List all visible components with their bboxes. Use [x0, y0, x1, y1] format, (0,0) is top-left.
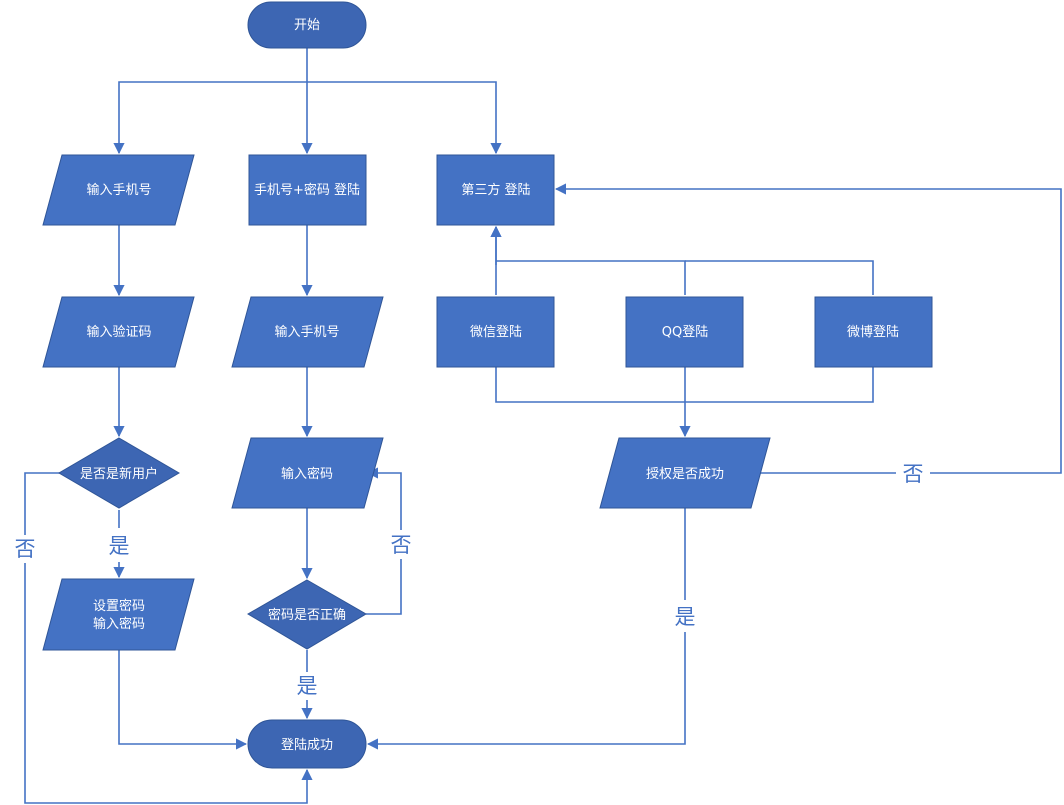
- edge-new-user-no-top: [24, 472, 60, 535]
- node-set-password-line2: 输入密码: [93, 616, 145, 632]
- node-input-code-label: 输入验证码: [86, 324, 151, 340]
- edge-labels: 是 否 是 否 是 否: [15, 462, 924, 698]
- edge-to-input-phone-sms: [113, 81, 307, 155]
- node-is-new-user: 是否是新用户: [58, 437, 180, 509]
- node-weibo-login-label: 微博登陆: [847, 324, 899, 340]
- node-qq-login: QQ登陆: [625, 296, 744, 368]
- edge-qq-to-third-party: [496, 260, 686, 295]
- node-input-phone-pwd-label: 输入手机号: [274, 324, 339, 340]
- node-wechat-login-label: 微信登陆: [470, 324, 522, 340]
- node-phone-password-login-label: 手机号+密码 登陆: [254, 182, 360, 198]
- node-login-success: 登陆成功: [247, 719, 367, 769]
- node-auth-success: 授权是否成功: [599, 437, 771, 509]
- node-wechat-login: 微信登陆: [436, 296, 555, 368]
- edge-auth-yes-bottom: [366, 632, 686, 750]
- edge-label-auth-yes: 是: [675, 605, 696, 629]
- edge-set-password-to-success: [118, 650, 248, 750]
- node-input-phone-pwd: 输入手机号: [231, 296, 384, 368]
- node-third-party-login: 第三方 登陆: [436, 154, 555, 226]
- edge-password-no-loop-bottom: [366, 559, 402, 615]
- node-input-code: 输入验证码: [42, 296, 195, 368]
- node-password-correct-label: 密码是否正确: [268, 607, 346, 623]
- node-input-password: 输入密码: [231, 437, 384, 509]
- node-input-phone-sms: 输入手机号: [42, 154, 195, 226]
- edge-weibo-to-third-party: [685, 260, 874, 295]
- node-input-password-label: 输入密码: [281, 466, 333, 482]
- node-start: 开始: [247, 1, 367, 49]
- edge-label-password-no: 否: [391, 533, 412, 557]
- node-auth-success-label: 授权是否成功: [646, 466, 724, 482]
- edge-new-user-no-bottom: [24, 563, 313, 804]
- node-set-password: 设置密码 输入密码: [42, 578, 195, 651]
- edge-label-password-yes: 是: [297, 674, 318, 698]
- node-password-correct: 密码是否正确: [247, 579, 367, 650]
- edges: [24, 48, 1062, 804]
- node-weibo-login: 微博登陆: [814, 296, 933, 368]
- node-qq-login-label: QQ登陆: [662, 324, 708, 340]
- node-is-new-user-label: 是否是新用户: [80, 466, 158, 482]
- edge-password-no-loop-top: [366, 467, 402, 530]
- nodes: 开始 输入手机号 手机号+密码 登陆 第三方 登陆 输入验证码 输入手机号 微信…: [42, 1, 933, 769]
- node-login-success-label: 登陆成功: [281, 737, 333, 753]
- node-input-phone-sms-label: 输入手机号: [86, 182, 151, 198]
- node-third-party-login-label: 第三方 登陆: [461, 182, 530, 198]
- edge-label-new-user-yes: 是: [109, 534, 130, 558]
- edge-auth-no-right: [554, 183, 1062, 474]
- node-phone-password-login: 手机号+密码 登陆: [248, 154, 367, 226]
- node-set-password-line1: 设置密码: [93, 598, 145, 614]
- edge-label-auth-no: 否: [903, 462, 924, 486]
- edge-to-third-party-login: [307, 81, 502, 155]
- node-start-label: 开始: [294, 18, 320, 33]
- edge-label-new-user-no: 否: [15, 537, 36, 561]
